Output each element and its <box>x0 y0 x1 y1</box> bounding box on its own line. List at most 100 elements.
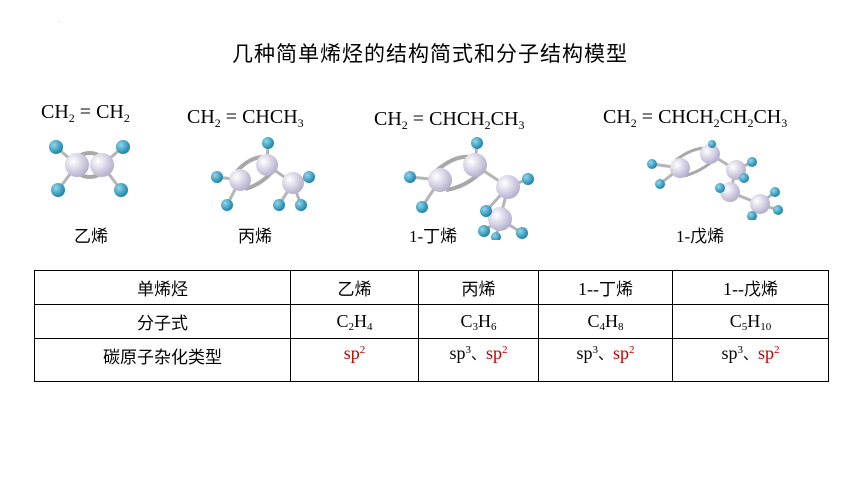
formula-subscript: 2 <box>401 118 408 132</box>
hybrid-text: sp <box>613 343 630 363</box>
molecular-formula: C3H6 <box>460 311 497 333</box>
hybrid-sp3: sp3 <box>576 343 598 363</box>
table-cell: C2H4 <box>290 304 419 339</box>
hybrid-exponent: 3 <box>737 344 743 356</box>
table-header: 乙烯 <box>290 270 419 305</box>
name-butene: 1-丁烯 <box>409 222 457 247</box>
name-propene: 丙烯 <box>238 227 272 247</box>
hybrid-text: sp <box>343 343 360 363</box>
header-text: 丁烯 <box>599 280 633 300</box>
table-header: 1--丁烯 <box>538 270 673 305</box>
formula-part: H <box>605 311 618 331</box>
name-text: 戊烯 <box>690 227 725 247</box>
formula-part: C <box>460 311 473 331</box>
hybrid-text: sp <box>758 343 775 363</box>
formula-part: CH <box>719 106 748 128</box>
page-title: 几种简单烯烃的结构简式和分子结构模型 <box>232 42 628 66</box>
table-cell: sp2 <box>290 338 419 382</box>
formula-subscript: 2 <box>348 321 355 333</box>
table-row: 碳原子杂化类型 sp2 sp3、sp2 sp3、sp2 sp3、sp2 <box>34 338 829 382</box>
formula-part: = CHCH <box>220 106 298 128</box>
formula-part: H <box>354 311 367 331</box>
molecular-formula: C4H8 <box>587 311 624 333</box>
formula-subscript: 5 <box>741 321 748 333</box>
propene-model <box>211 137 315 211</box>
table-header: 1--戊烯 <box>672 270 829 305</box>
hybrid-sp2: sp2 <box>486 343 508 363</box>
formula-part: H <box>478 311 491 331</box>
formula-subscript: 4 <box>599 321 606 333</box>
formula-part: = CHCH <box>636 106 714 128</box>
formula-part: C <box>587 311 600 331</box>
formula-part: = CHCH <box>407 108 485 130</box>
separator: 、 <box>742 345 758 363</box>
hybrid-exponent: 2 <box>502 344 508 356</box>
hybrid-sp2: sp2 <box>613 343 635 363</box>
formula-subscript: 2 <box>123 111 130 125</box>
table-cell: C5H10 <box>672 304 829 339</box>
hybrid-sp3: sp3 <box>721 343 743 363</box>
formula-part: CH <box>41 101 69 123</box>
formula-subscript: 3 <box>518 118 525 132</box>
header-text: 戊烯 <box>744 280 778 300</box>
formula-subscript: 8 <box>618 321 624 333</box>
table-header: 丙烯 <box>418 270 539 305</box>
hybrid-exponent: 2 <box>629 344 635 356</box>
hybrid-text: sp <box>721 343 738 363</box>
name-ethene: 乙烯 <box>74 227 108 247</box>
decorative-dot: · <box>58 19 60 26</box>
formula-subscript: 2 <box>484 118 491 132</box>
table-row: 分子式 C2H4 C3H6 C4H8 C5H10 <box>34 304 829 339</box>
hybrid-exponent: 3 <box>465 344 471 356</box>
row-label: 分子式 <box>34 304 291 339</box>
formula-part: C <box>336 311 349 331</box>
header-number: 1-- <box>578 279 599 299</box>
formula-subscript: 3 <box>781 116 788 130</box>
row-label: 碳原子杂化类型 <box>34 338 291 382</box>
formula-pentene: CH2 = CHCH2CH2CH3 <box>603 106 787 129</box>
formula-subscript: 3 <box>297 116 304 130</box>
hybrid-exponent: 2 <box>774 344 780 356</box>
name-text: 丁烯 <box>423 227 458 247</box>
formula-propene: CH2 = CHCH3 <box>187 106 304 129</box>
table-row: 单烯烃 乙烯 丙烯 1--丁烯 1--戊烯 <box>34 270 829 305</box>
hybrid-exponent: 2 <box>359 344 366 356</box>
table-cell: sp3、sp2 <box>538 338 673 382</box>
formula-part: CH <box>187 106 215 128</box>
table-cell: C4H8 <box>538 304 673 339</box>
formula-ethene: CH2 = CH2 <box>41 101 130 124</box>
formula-subscript: 2 <box>747 116 754 130</box>
molecular-formula: C5H10 <box>730 311 772 333</box>
table-cell: sp3、sp2 <box>418 338 539 382</box>
name-pentene: 1-戊烯 <box>676 222 724 247</box>
table-cell: sp3、sp2 <box>672 338 829 382</box>
hybrid-text: sp <box>486 343 503 363</box>
formula-subscript: 2 <box>630 116 637 130</box>
hybrid-exponent: 3 <box>592 344 598 356</box>
table-cell: C3H6 <box>418 304 539 339</box>
hybrid-sp2: sp2 <box>758 343 780 363</box>
separator: 、 <box>597 345 613 363</box>
ethene-model <box>49 140 130 197</box>
formula-part: CH <box>753 106 782 128</box>
formula-subscript: 6 <box>491 321 497 333</box>
molecular-formula: C2H4 <box>336 311 372 333</box>
formula-part: CH <box>374 108 402 130</box>
name-number: 1- <box>409 227 424 246</box>
formula-part: CH <box>490 108 519 130</box>
separator: 、 <box>470 345 486 363</box>
header-number: 1-- <box>723 279 744 299</box>
formula-part: = CH <box>74 101 124 123</box>
alkene-table: 单烯烃 乙烯 丙烯 1--丁烯 1--戊烯 分子式 C2H4 C3H6 C4H8… <box>34 270 829 382</box>
butene-model <box>404 137 534 240</box>
hybrid-text: sp <box>449 343 466 363</box>
hybrid-sp3: sp3 <box>449 343 471 363</box>
pentene-model <box>647 140 783 220</box>
table-header: 单烯烃 <box>34 270 291 305</box>
formula-subscript: 2 <box>214 116 221 130</box>
formula-subscript: 10 <box>760 321 772 333</box>
hybrid-sp2: sp2 <box>344 343 366 363</box>
formula-part: H <box>747 311 761 331</box>
formula-part: CH <box>603 106 631 128</box>
hybrid-text: sp <box>576 343 593 363</box>
